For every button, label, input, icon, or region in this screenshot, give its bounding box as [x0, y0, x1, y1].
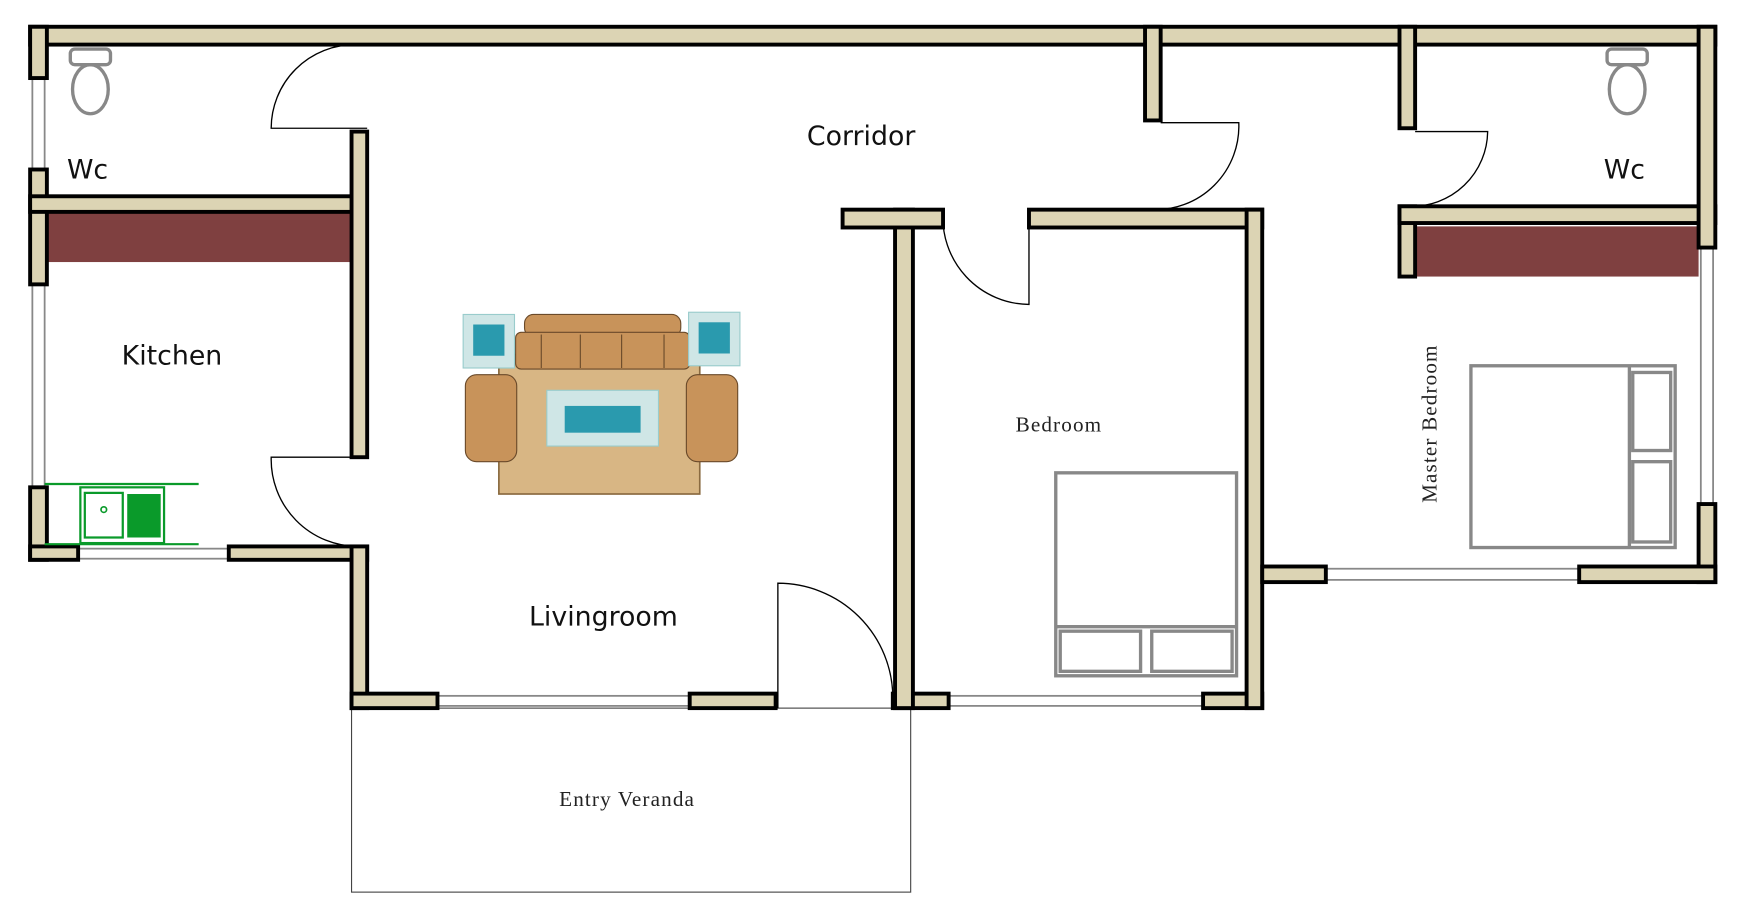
room-label-kitchen: Kitchen — [122, 341, 223, 372]
room-label-entry-veranda: Entry Veranda — [559, 787, 695, 811]
entry-veranda-outline — [350, 707, 912, 893]
room-label-livingroom: Livingroom — [529, 602, 678, 633]
kitchen-sink-icon — [44, 482, 199, 546]
room-label-wc-right: Wc — [1604, 154, 1645, 185]
doors — [270, 43, 1489, 709]
room-label-wc-left: Wc — [67, 154, 108, 185]
master-wardrobe — [1415, 226, 1699, 277]
room-label-bedroom: Bedroom — [1016, 413, 1103, 437]
master-bed-icon — [1469, 364, 1677, 550]
sofa-set-icon — [462, 311, 741, 495]
windows — [31, 77, 1714, 707]
room-label-master-bedroom: Master Bedroom — [1417, 344, 1441, 503]
toilet-icon — [1605, 47, 1649, 116]
room-label-corridor: Corridor — [807, 121, 915, 152]
kitchen-cabinet — [46, 211, 352, 263]
toilet-icon — [68, 47, 113, 116]
bed-icon — [1054, 471, 1239, 678]
walls — [28, 24, 1718, 711]
